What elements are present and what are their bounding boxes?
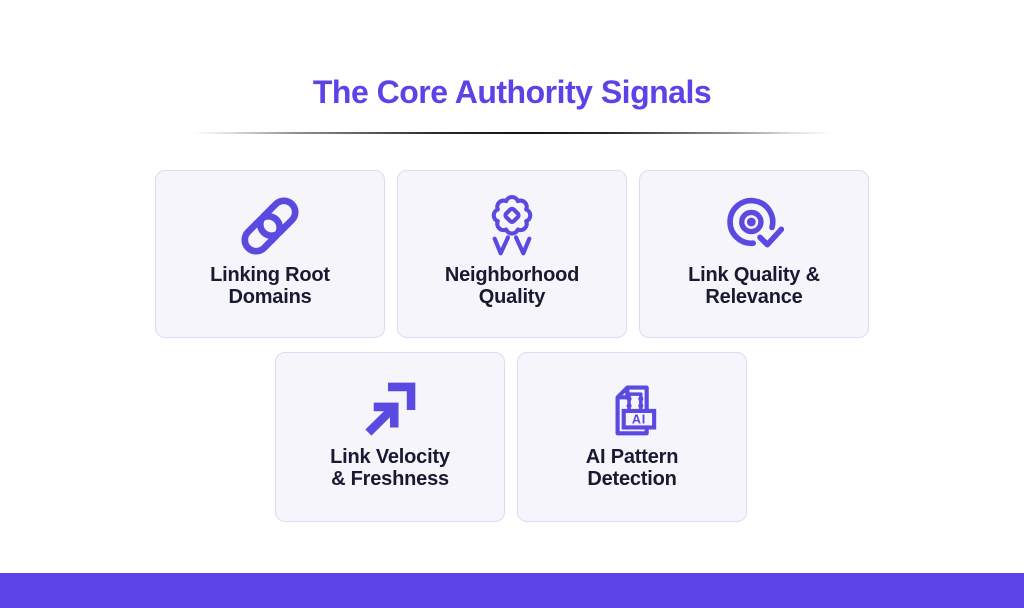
ai-icon-label: AI	[632, 413, 646, 427]
double-arrow-up-right-icon	[365, 382, 416, 436]
card-label: Link Quality & Relevance	[688, 264, 820, 308]
title-divider	[192, 132, 832, 134]
card-link-quality-relevance: Link Quality & Relevance	[639, 170, 869, 338]
card-label-line1: Link Velocity	[330, 446, 450, 468]
footer-accent-bar	[0, 573, 1024, 608]
card-neighborhood-quality: Neighborhood Quality	[397, 170, 627, 338]
card-linking-root-domains: Linking Root Domains	[155, 170, 385, 338]
cards-row-top: Linking Root Domains Neighborhood Qualit…	[155, 170, 869, 338]
award-badge-icon	[491, 195, 533, 256]
card-label-line1: AI Pattern	[585, 446, 679, 468]
card-label-line2: Detection	[587, 468, 677, 490]
chain-link-icon	[241, 197, 299, 255]
card-label: Neighborhood Quality	[445, 264, 579, 308]
cards-row-bottom: Link Velocity & Freshness AI AI Pattern	[275, 352, 747, 522]
card-label: Link Velocity & Freshness	[330, 446, 450, 490]
ai-document-icon: AI	[615, 385, 657, 436]
card-label-line2: Domains	[228, 286, 312, 308]
card-label-line2: & Freshness	[331, 468, 449, 490]
card-ai-pattern-detection: AI AI Pattern Detection	[517, 352, 747, 522]
card-label-line2: Quality	[478, 286, 546, 308]
card-label-line1: Neighborhood	[444, 264, 580, 286]
card-link-velocity-freshness: Link Velocity & Freshness	[275, 352, 505, 522]
card-label-line1: Linking Root	[210, 264, 330, 286]
card-label-line2: Relevance	[705, 286, 803, 308]
page-title: The Core Authority Signals	[312, 74, 712, 110]
card-label: Linking Root Domains	[210, 264, 330, 308]
card-label-line1: Link Quality &	[688, 264, 820, 286]
target-check-icon	[727, 197, 785, 248]
card-label: AI Pattern Detection	[585, 446, 679, 490]
